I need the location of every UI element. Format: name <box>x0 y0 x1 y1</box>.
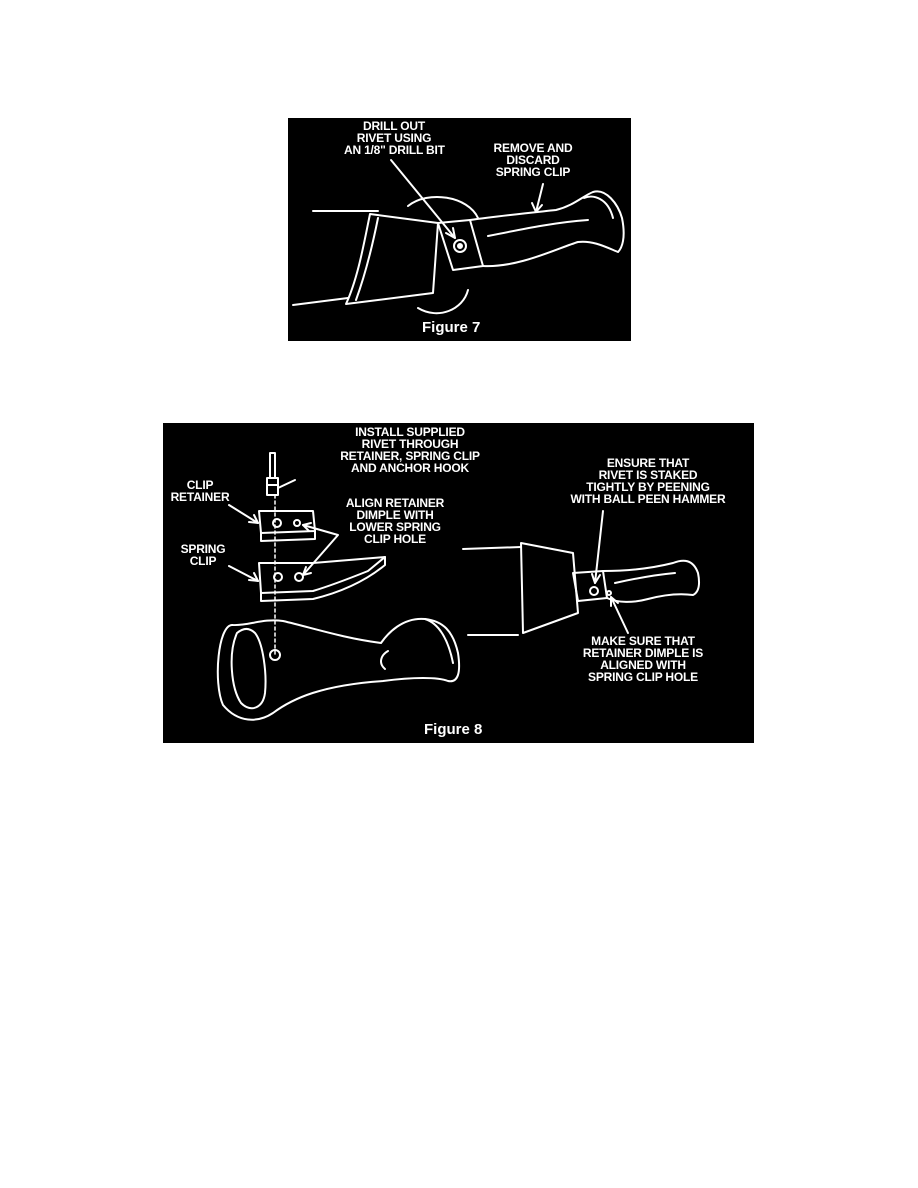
remove-spring-clip-callout: REMOVE AND DISCARD SPRING CLIP <box>483 142 583 178</box>
spring-clip-callout: SPRING CLIP <box>168 543 238 567</box>
ensure-arrowhead <box>591 573 601 584</box>
callout-line: REMOVE AND <box>493 141 573 155</box>
callout-line: CLIP <box>189 554 217 568</box>
callout-line: RIVET THROUGH <box>361 437 459 451</box>
align-retainer-callout: ALIGN RETAINER DIMPLE WITH LOWER SPRING … <box>325 497 465 545</box>
callout-line: TIGHTLY BY PEENING <box>586 480 710 494</box>
anchor-hook-slot <box>230 627 267 710</box>
drill-leader-line <box>390 159 456 239</box>
callout-line: INSTALL SUPPLIED <box>355 425 465 439</box>
anchor-hook-lip-edge <box>424 618 454 664</box>
make-sure-leader <box>610 596 629 634</box>
callout-line: SPRING CLIP HOLE <box>588 670 698 684</box>
callout-line: RIVET USING <box>356 131 432 145</box>
retainer-dimple <box>293 519 301 527</box>
callout-line: CLIP HOLE <box>364 532 426 546</box>
install-leader <box>277 479 296 489</box>
spring-clip-part <box>258 556 386 594</box>
spring-clip-edge <box>260 556 386 602</box>
spring-clip-arrowhead <box>248 572 259 582</box>
align-clip-hole-leader <box>462 546 522 550</box>
assembled-anchor-hook-edge <box>614 572 676 584</box>
rivet-body <box>266 477 279 496</box>
figure-7: DRILL OUT RIVET USING AN 1/8" DRILL BIT … <box>288 118 631 341</box>
anchor-hook-part <box>216 617 461 721</box>
make-sure-arrowhead <box>610 596 619 607</box>
assembled-webbing-loop <box>520 542 579 634</box>
webbing-fold-line <box>355 217 379 301</box>
callout-line: AN 1/8" DRILL BIT <box>344 143 445 157</box>
ensure-rivet-staked-callout: ENSURE THAT RIVET IS STAKED TIGHTLY BY P… <box>543 457 753 505</box>
anchor-hook-rivet-hole <box>269 649 281 661</box>
make-sure-aligned-callout: MAKE SURE THAT RETAINER DIMPLE IS ALIGNE… <box>563 635 723 683</box>
callout-line: RIVET IS STAKED <box>598 468 698 482</box>
ensure-leader <box>594 510 604 584</box>
callout-line: AND ANCHOR HOOK <box>351 461 469 475</box>
callout-line: DRILL OUT <box>363 119 425 133</box>
spring-clip-upper-hole <box>273 572 283 582</box>
assembled-rivet <box>589 586 599 596</box>
figure-8-caption: Figure 8 <box>424 721 483 738</box>
callout-line: ENSURE THAT <box>606 456 690 470</box>
align-arrowheads <box>302 522 312 576</box>
clip-retainer-callout: CLIP RETAINER <box>165 479 235 503</box>
figure-8: INSTALL SUPPLIED RIVET THROUGH RETAINER,… <box>163 423 754 743</box>
anchor-hook-tab <box>380 650 389 670</box>
figure-7-illustration <box>292 159 625 315</box>
clip-retainer-leader <box>228 504 259 524</box>
anchor-hook-edge <box>487 219 589 237</box>
callout-line: ALIGNED WITH <box>600 658 686 672</box>
webbing-loop <box>345 213 439 305</box>
figure-8-illustration <box>216 452 701 721</box>
callout-line: CLIP <box>186 478 214 492</box>
assembled-dimple <box>606 590 612 596</box>
callout-line: DIMPLE WITH <box>356 508 434 522</box>
retainer-rivet-hole <box>272 518 282 528</box>
callout-line: LOWER SPRING <box>349 520 441 534</box>
spring-clip-lower-hole <box>294 572 304 582</box>
drill-rivet-callout: DRILL OUT RIVET USING AN 1/8" DRILL BIT <box>344 119 445 157</box>
callout-line: SPRING <box>180 542 226 556</box>
callout-line: RETAINER, SPRING CLIP <box>340 449 480 463</box>
callout-line: WITH BALL PEEN HAMMER <box>570 492 726 506</box>
callout-line: RETAINER DIMPLE IS <box>582 646 704 660</box>
clip-retainer-arrowhead <box>248 514 259 524</box>
figure-7-caption: Figure 7 <box>422 319 481 336</box>
assembled-anchor-hook <box>602 559 701 603</box>
callout-line: MAKE SURE THAT <box>591 634 695 648</box>
callout-line: ALIGN RETAINER <box>345 496 445 510</box>
install-rivet-callout: INSTALL SUPPLIED RIVET THROUGH RETAINER,… <box>315 426 505 474</box>
rivet-center <box>457 243 463 249</box>
clip-retainer-edge <box>260 530 316 542</box>
anchor-hook-lip <box>583 195 614 219</box>
belt-webbing-bottom-edge <box>292 297 349 306</box>
spring-clip-leader <box>228 565 259 582</box>
align-leaders <box>302 524 339 576</box>
rivet-head <box>453 239 467 253</box>
remove-leader-line <box>535 183 544 213</box>
rivet-stem <box>269 452 276 479</box>
callout-line: RETAINER <box>170 490 230 504</box>
callout-line: DISCARD <box>506 153 560 167</box>
callout-line: SPRING CLIP <box>495 165 571 179</box>
remove-arrowhead <box>531 202 543 213</box>
anchor-disc <box>407 195 479 315</box>
anchor-hook <box>469 190 625 268</box>
drill-arrowhead <box>445 227 456 239</box>
assembled-spring-clip <box>572 570 608 602</box>
